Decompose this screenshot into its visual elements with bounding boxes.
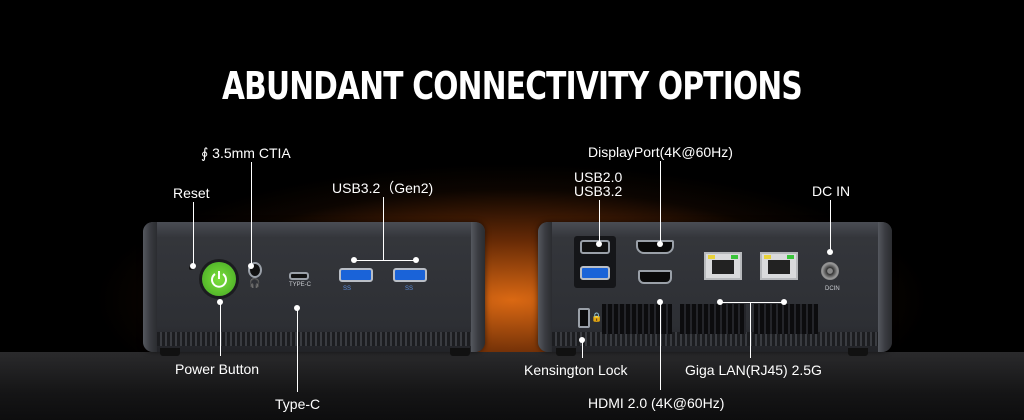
type-c-port: [289, 272, 309, 280]
hdmi-label: HDMI 2.0 (4K@60Hz): [588, 395, 725, 411]
front-usb-leader-vertical: [383, 197, 384, 260]
front-usb3-port-2: [393, 268, 427, 282]
front-usb-leader-dot-2: [413, 257, 419, 263]
front-foot-left: [160, 348, 180, 356]
dc-in-port-text: DCIN: [825, 286, 840, 292]
audio-jack-label: ∮ 3.5mm CTIA: [201, 145, 291, 161]
headphone-icon: 🎧: [249, 278, 261, 288]
lan-label: Giga LAN(RJ45) 2.5G: [685, 362, 822, 378]
type-c-port-text: TYPE-C: [289, 282, 312, 288]
hdmi-port: [638, 270, 672, 284]
usb-ss-icon: SS: [343, 286, 352, 292]
front-usb3-port-1: [339, 268, 373, 282]
displayport-label: DisplayPort(4K@60Hz): [588, 144, 733, 160]
kensington-leader-dot: [579, 337, 585, 343]
front-panel-device: 🎧 TYPE-C SS SS: [143, 222, 485, 352]
dc-in-label: DC IN: [812, 183, 851, 199]
kensington-leader-line: [582, 340, 583, 358]
lan-leader-horizontal: [720, 302, 784, 303]
usb20-label: USB2.0: [574, 169, 623, 185]
rear-panel-device: DCIN 🔒: [538, 222, 892, 352]
rear-usb-leader-line: [599, 200, 600, 244]
rear-vent-2: [680, 304, 746, 334]
lan-port-1: [704, 252, 742, 280]
rear-foot-right: [848, 348, 868, 356]
rear-usb-leader-dot: [596, 241, 602, 247]
front-left-edge: [143, 222, 157, 352]
page-title: ABUNDANT CONNECTIVITY OPTIONS: [222, 64, 803, 108]
rear-vent-3: [754, 304, 818, 334]
rear-usb3-port: [580, 266, 610, 280]
displayport-port: [636, 240, 674, 254]
floor-surface: [0, 352, 1024, 420]
reset-leader-line: [193, 202, 194, 266]
front-bottom-grill: [157, 332, 471, 346]
power-button-label: Power Button: [175, 361, 260, 377]
dc-in-leader-line: [830, 200, 831, 252]
rear-vent-1: [602, 304, 672, 334]
front-usb-leader-horizontal: [354, 260, 416, 261]
power-icon: [211, 271, 227, 288]
dc-in-port: [821, 262, 839, 280]
reset-label: Reset: [173, 185, 210, 201]
lan-leader-dot-1: [717, 299, 723, 305]
displayport-leader-dot: [657, 241, 663, 247]
rear-bottom-grill: [552, 332, 878, 346]
power-leader-dot: [217, 299, 223, 305]
front-usb32-label: USB3.2（Gen2): [332, 180, 434, 196]
rear-usb2-port: [580, 240, 610, 254]
displayport-leader-line: [660, 161, 661, 244]
kensington-slot: [578, 308, 590, 328]
lock-icon: 🔒: [591, 312, 603, 322]
power-leader-line: [220, 302, 221, 356]
front-right-edge: [471, 222, 485, 352]
usb32-label: USB3.2: [574, 183, 623, 199]
rear-right-edge: [878, 222, 892, 352]
reset-leader-dot: [190, 263, 196, 269]
usb-ss-icon: SS: [405, 286, 414, 292]
front-usb-leader-dot-1: [351, 257, 357, 263]
type-c-label: Type-C: [275, 396, 321, 412]
type-c-leader-dot: [294, 305, 300, 311]
lan-leader-vertical: [750, 302, 751, 358]
hdmi-leader-dot: [657, 299, 663, 305]
type-c-leader-line: [297, 308, 298, 392]
kensington-label: Kensington Lock: [524, 362, 628, 378]
rear-left-edge: [538, 222, 552, 352]
audio-leader-line: [251, 162, 252, 266]
power-button: [202, 262, 236, 296]
lan-port-2: [760, 252, 798, 280]
hdmi-leader-line: [660, 302, 661, 390]
front-foot-right: [450, 348, 470, 356]
dc-in-leader-dot: [827, 249, 833, 255]
lan-leader-dot-2: [781, 299, 787, 305]
rear-foot-left: [556, 348, 576, 356]
audio-leader-dot: [248, 263, 254, 269]
